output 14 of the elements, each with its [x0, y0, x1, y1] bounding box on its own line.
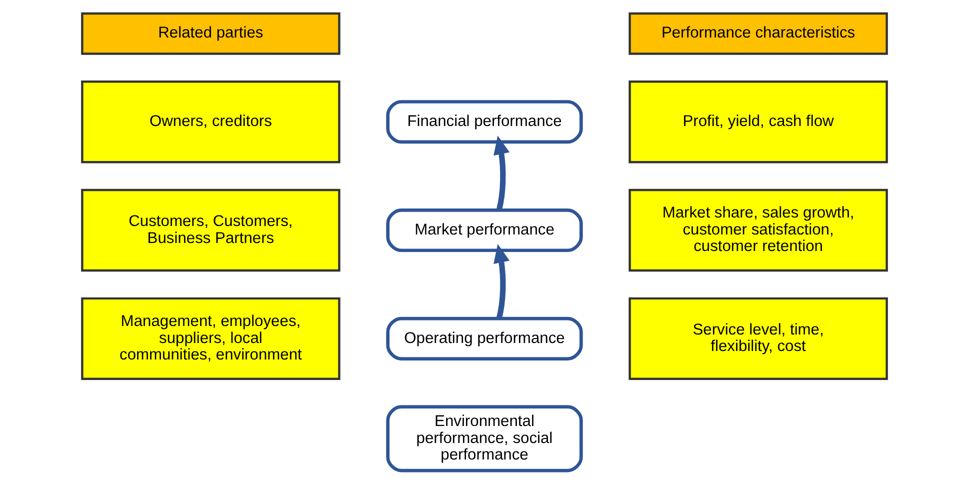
- node-box: Market share, sales growth, customer satisfaction, customer retention: [628, 188, 888, 272]
- node-box: Financial performance: [386, 100, 582, 144]
- arrow: [493, 244, 510, 318]
- node-box: Service level, time, flexibility, cost: [628, 296, 888, 380]
- node-box: Performance characteristics: [628, 12, 888, 54]
- node-box: Related parties: [80, 12, 340, 54]
- node-box: Market performance: [386, 208, 582, 252]
- node-box: Management, employees, suppliers, local communities, environment: [80, 296, 340, 380]
- node-box: Customers, Customers, Business Partners: [80, 188, 340, 272]
- arrow: [493, 135, 510, 210]
- node-box: Profit, yield, cash flow: [628, 80, 888, 163]
- node-box: Owners, creditors: [80, 80, 340, 163]
- node-box: Operating performance: [386, 316, 582, 360]
- node-box: Environmental performance, social performance: [386, 404, 582, 472]
